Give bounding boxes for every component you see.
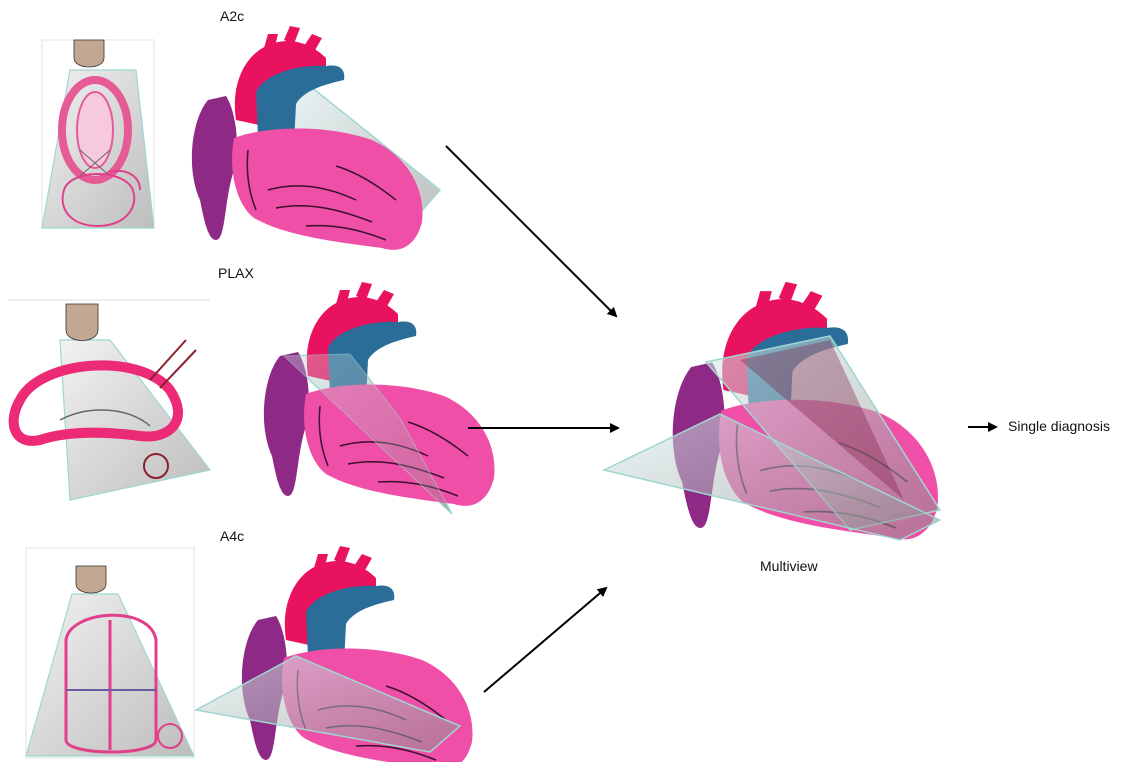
a2c-echo-schematic <box>42 40 154 228</box>
a2c-heart-plane <box>192 26 440 250</box>
a2c-heart-icon <box>192 26 423 250</box>
arrow-a4c-to-multiview <box>484 588 606 692</box>
plax-probe-icon <box>66 304 98 341</box>
a4c-probe-icon <box>76 566 106 593</box>
plax-echo-schematic <box>8 300 210 500</box>
a2c-probe-icon <box>74 40 104 67</box>
a4c-heart-plane <box>196 546 473 762</box>
plax-heart-plane <box>264 282 495 514</box>
arrow-a2c-to-multiview <box>446 146 616 316</box>
a4c-echo-schematic <box>26 548 194 758</box>
multiview-heart <box>604 282 940 540</box>
